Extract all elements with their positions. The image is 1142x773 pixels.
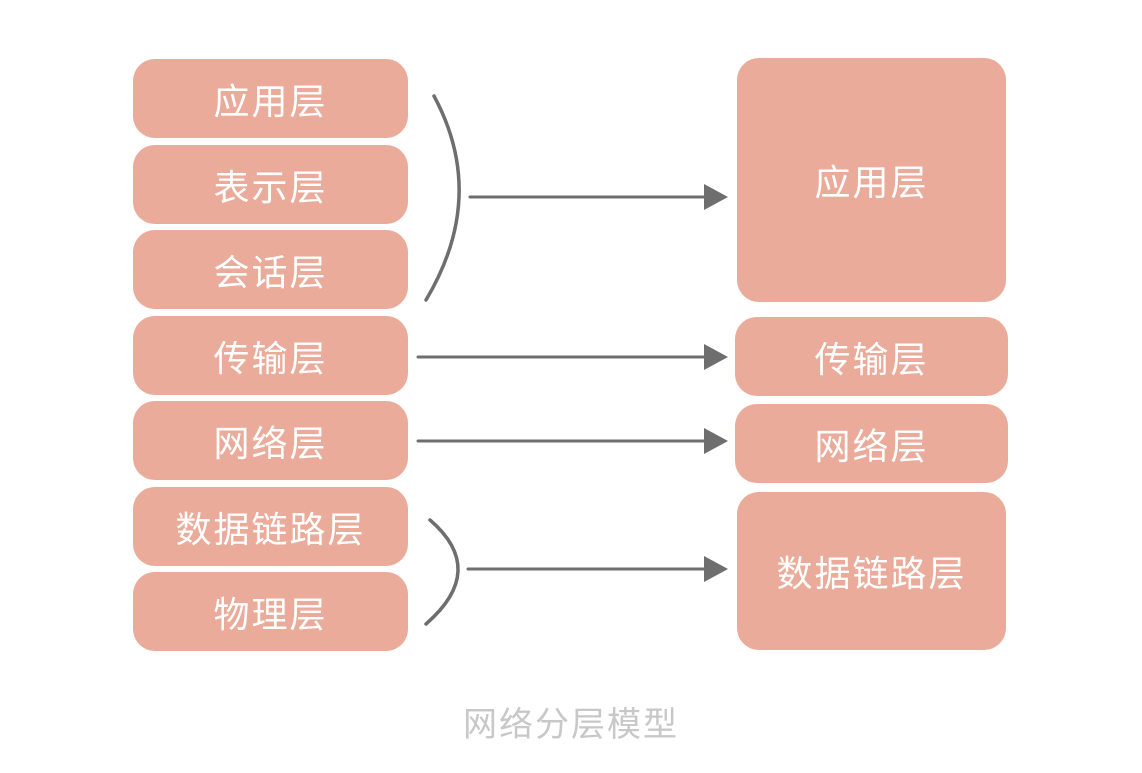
tcpip-layer-transport: 传输层 <box>735 317 1008 396</box>
arrowhead-icon <box>704 556 728 582</box>
bracket-lower-icon <box>424 518 460 626</box>
arrowhead-icon <box>704 344 728 370</box>
osi-layer-network: 网络层 <box>133 401 408 480</box>
osi-layer-transport: 传输层 <box>133 316 408 395</box>
arrowhead-icon <box>704 184 728 210</box>
osi-layer-session: 会话层 <box>133 230 408 309</box>
tcpip-layer-application: 应用层 <box>737 58 1006 302</box>
osi-layer-physical: 物理层 <box>133 572 408 651</box>
osi-layer-data-link: 数据链路层 <box>133 487 408 566</box>
osi-layer-application: 应用层 <box>133 59 408 138</box>
arrowhead-icon <box>704 428 728 454</box>
tcpip-layer-network: 网络层 <box>735 404 1008 483</box>
diagram-caption: 网络分层模型 <box>463 705 679 745</box>
osi-layer-presentation: 表示层 <box>133 145 408 224</box>
bracket-upper-icon <box>424 94 461 302</box>
tcpip-layer-data-link: 数据链路层 <box>737 492 1006 650</box>
